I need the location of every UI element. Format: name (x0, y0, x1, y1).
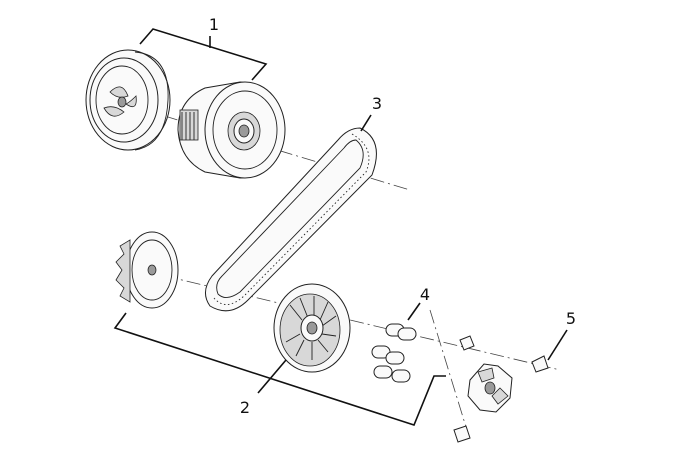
axis-weights (429, 309, 471, 441)
part-5-sliders (453, 335, 549, 443)
callout-4: 4 (420, 285, 430, 304)
ramp-plate (467, 363, 513, 413)
part-1-clutch-housing (85, 49, 171, 151)
bracket-2 (113, 312, 446, 426)
callout-3: 3 (372, 94, 382, 113)
callout-1: 1 (209, 15, 219, 34)
part-2-fixed-sheave (115, 231, 179, 309)
axis-lower (139, 269, 561, 371)
leader-4 (407, 302, 421, 321)
callout-5: 5 (566, 309, 576, 328)
part-2-movable-sheave (273, 283, 351, 373)
part-4-rollers (371, 323, 417, 383)
leader-5 (547, 329, 568, 361)
part-3-drive-belt (205, 127, 377, 312)
leader-2 (257, 359, 287, 394)
callout-2: 2 (240, 398, 250, 417)
part-1-driven-pulley (177, 81, 286, 179)
leader-3 (360, 114, 372, 132)
